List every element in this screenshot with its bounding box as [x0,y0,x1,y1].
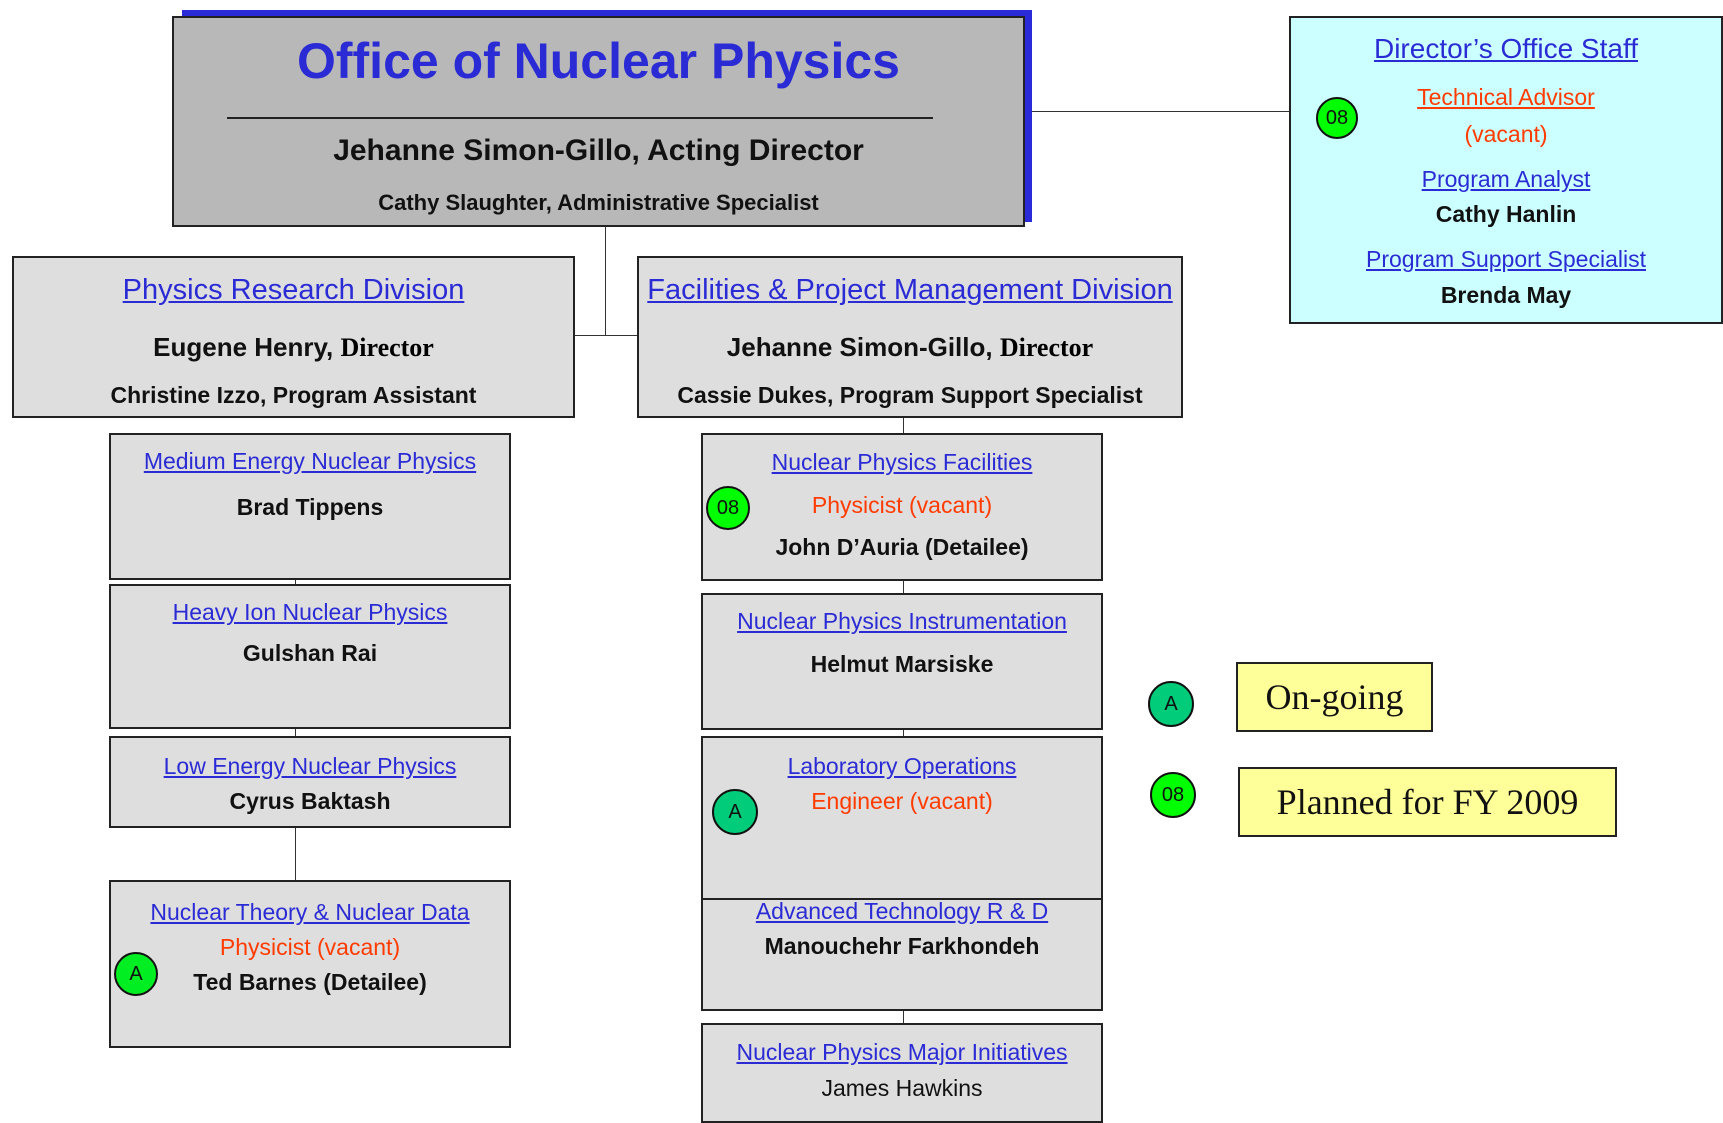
unit-vacancy: Engineer (vacant) [811,788,993,814]
unit-title[interactable]: Laboratory Operations [787,753,1017,779]
connector-line [573,335,638,336]
office-title-rule [227,117,933,119]
unit-advanced-technology: Advanced Technology R & D Manouchehr Far… [701,898,1103,1011]
office-box: Office of Nuclear Physics Jehanne Simon-… [172,16,1025,227]
connector-line [903,728,904,738]
unit-np-instrumentation: Nuclear Physics Instrumentation Helmut M… [701,593,1103,730]
fpmd-box: Facilities & Project Management Division… [637,256,1183,418]
unit-person: John D’Auria (Detailee) [775,534,1029,560]
unit-person: Gulshan Rai [242,640,378,666]
unit-person: Manouchehr Farkhondeh [764,933,1040,959]
staff-role-technical-advisor[interactable]: Technical Advisor [1417,84,1595,110]
unit-person: Ted Barnes (Detailee) [193,969,427,995]
connector-line [903,580,904,594]
unit-nuclear-theory: Nuclear Theory & Nuclear Data Physicist … [109,880,511,1048]
ongoing-badge: A [1148,681,1194,727]
unit-title[interactable]: Nuclear Physics Facilities [771,449,1033,475]
planned-badge: 08 [1316,97,1358,139]
connector-line [903,416,904,434]
unit-title[interactable]: Medium Energy Nuclear Physics [143,448,477,474]
unit-low-energy: Low Energy Nuclear Physics Cyrus Baktash [109,736,511,828]
ongoing-badge: A [712,789,758,835]
prd-head-role: Director [340,333,434,362]
staff-person-vacant: (vacant) [1464,121,1548,147]
staff-role-program-analyst[interactable]: Program Analyst [1421,166,1591,192]
office-admin: Cathy Slaughter, Administrative Speciali… [378,190,819,215]
unit-vacancy: Physicist (vacant) [219,934,401,960]
unit-title[interactable]: Nuclear Theory & Nuclear Data [150,899,470,925]
unit-person: Helmut Marsiske [810,651,994,677]
unit-person: Brad Tippens [236,494,384,520]
unit-title[interactable]: Advanced Technology R & D [755,898,1049,924]
connector-line [295,728,296,738]
unit-vacancy: Physicist (vacant) [811,492,993,518]
fpmd-head-role: Director [999,333,1094,362]
connector-line [295,578,296,588]
staff-box: Director’s Office Staff Technical Adviso… [1289,16,1723,324]
legend-planned: Planned for FY 2009 [1238,767,1617,837]
unit-person: Cyrus Baktash [229,788,391,814]
unit-title[interactable]: Nuclear Physics Instrumentation [737,608,1067,634]
prd-head: Eugene Henry, Director [14,332,573,363]
office-director: Jehanne Simon-Gillo, Acting Director [333,134,864,167]
prd-box: Physics Research Division Eugene Henry, … [12,256,575,418]
staff-person-cathy-hanlin: Cathy Hanlin [1435,201,1577,227]
unit-medium-energy: Medium Energy Nuclear Physics Brad Tippe… [109,433,511,580]
fpmd-title[interactable]: Facilities & Project Management Division [647,274,1173,306]
planned-badge: 08 [1150,772,1196,818]
unit-heavy-ion: Heavy Ion Nuclear Physics Gulshan Rai [109,584,511,729]
prd-assistant: Christine Izzo, Program Assistant [110,382,477,408]
unit-person: James Hawkins [821,1075,983,1101]
planned-badge: 08 [706,486,750,530]
staff-title[interactable]: Director’s Office Staff [1373,33,1639,64]
unit-title[interactable]: Heavy Ion Nuclear Physics [172,599,448,625]
prd-title[interactable]: Physics Research Division [122,274,465,306]
connector-line [1026,111,1290,112]
fpmd-head: Jehanne Simon-Gillo, Director [639,332,1181,363]
unit-np-facilities: Nuclear Physics Facilities Physicist (va… [701,433,1103,581]
unit-title[interactable]: Nuclear Physics Major Initiatives [736,1039,1068,1065]
prd-head-name: Eugene Henry, [153,332,341,362]
legend-ongoing: On-going [1236,662,1433,732]
unit-major-initiatives: Nuclear Physics Major Initiatives James … [701,1023,1103,1123]
staff-person-brenda-may: Brenda May [1440,282,1572,308]
connector-line [903,1010,904,1024]
office-title: Office of Nuclear Physics [296,33,900,89]
ongoing-badge: A [114,952,158,996]
connector-line [295,798,296,882]
staff-role-program-support[interactable]: Program Support Specialist [1366,246,1646,272]
connector-line [605,226,606,336]
unit-title[interactable]: Low Energy Nuclear Physics [163,753,457,779]
fpmd-assistant: Cassie Dukes, Program Support Specialist [677,382,1143,408]
fpmd-head-name: Jehanne Simon-Gillo, [726,332,1000,362]
unit-lab-operations: Laboratory Operations Engineer (vacant) [701,736,1103,901]
